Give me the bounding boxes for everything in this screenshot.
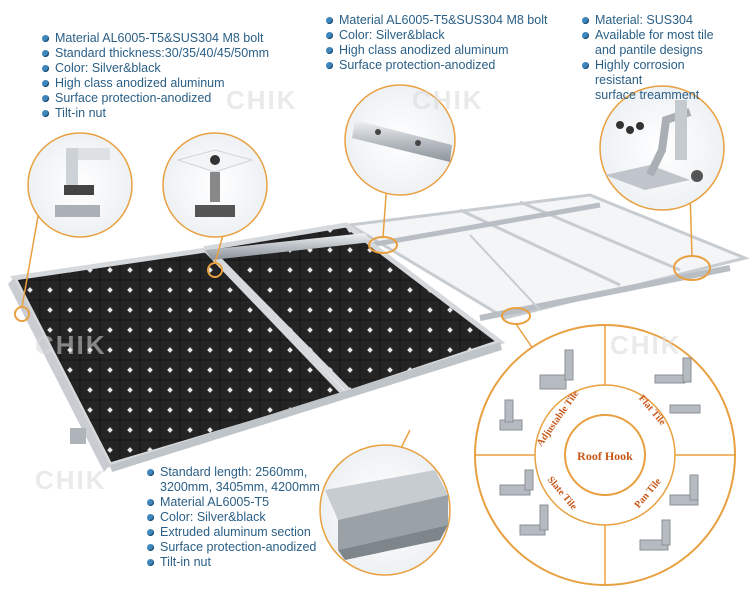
mid-clamp-bubble <box>162 132 268 238</box>
panel-frame-edge <box>8 278 502 472</box>
spec-item: Tilt-in nut <box>42 106 269 121</box>
watermark: CHIK <box>412 85 484 115</box>
rail-connector-bubble <box>344 84 456 196</box>
spec-item: Material AL6005-T5&SUS304 M8 bolt <box>42 31 269 46</box>
spec-item: Extruded aluminum section <box>147 525 320 540</box>
connector-spec-list: Material AL6005-T5&SUS304 M8 bolt Color:… <box>326 13 547 73</box>
rail-spec-list: Standard length: 2560mm,3200mm, 3405mm, … <box>147 465 320 570</box>
spec-item: Material AL6005-T5&SUS304 M8 bolt <box>326 13 547 28</box>
clamp-spec-list: Material AL6005-T5&SUS304 M8 bolt Standa… <box>42 31 269 121</box>
spec-item: Material AL6005-T5 <box>147 495 320 510</box>
hook-spec-list: Material: SUS304 Available for most tile… <box>582 13 732 103</box>
spec-item: Tilt-in nut <box>147 555 320 570</box>
spec-item: High class anodized aluminum <box>326 43 547 58</box>
spec-item: Material: SUS304 <box>582 13 732 28</box>
roof-hook-wheel: Roof Hook Adjustable Tile Flat Tile Slat… <box>474 324 736 586</box>
spec-item: Surface protection-anodized <box>42 91 269 106</box>
wheel-center-label: Roof Hook <box>577 449 633 463</box>
watermark: CHIK <box>610 330 682 360</box>
watermark: CHIK <box>35 465 107 495</box>
spec-item: Surface protection-anodized <box>326 58 547 73</box>
spec-item: Color: Silver&black <box>326 28 547 43</box>
spec-item: Standard length: 2560mm,3200mm, 3405mm, … <box>147 465 320 495</box>
spec-item: Surface protection-anodized <box>147 540 320 555</box>
spec-item: Standard thickness:30/35/40/45/50mm <box>42 46 269 61</box>
spec-item: Color: Silver&black <box>42 61 269 76</box>
roof-hook-bubble <box>599 85 725 211</box>
watermark: CHIK <box>35 330 107 360</box>
spec-item: High class anodized aluminum <box>42 76 269 91</box>
watermark: CHIK <box>226 85 298 115</box>
mounting-rail <box>205 233 372 260</box>
rail-profile-bubble <box>319 444 451 576</box>
end-clamp-bubble <box>27 132 133 238</box>
spec-item: Color: Silver&black <box>147 510 320 525</box>
